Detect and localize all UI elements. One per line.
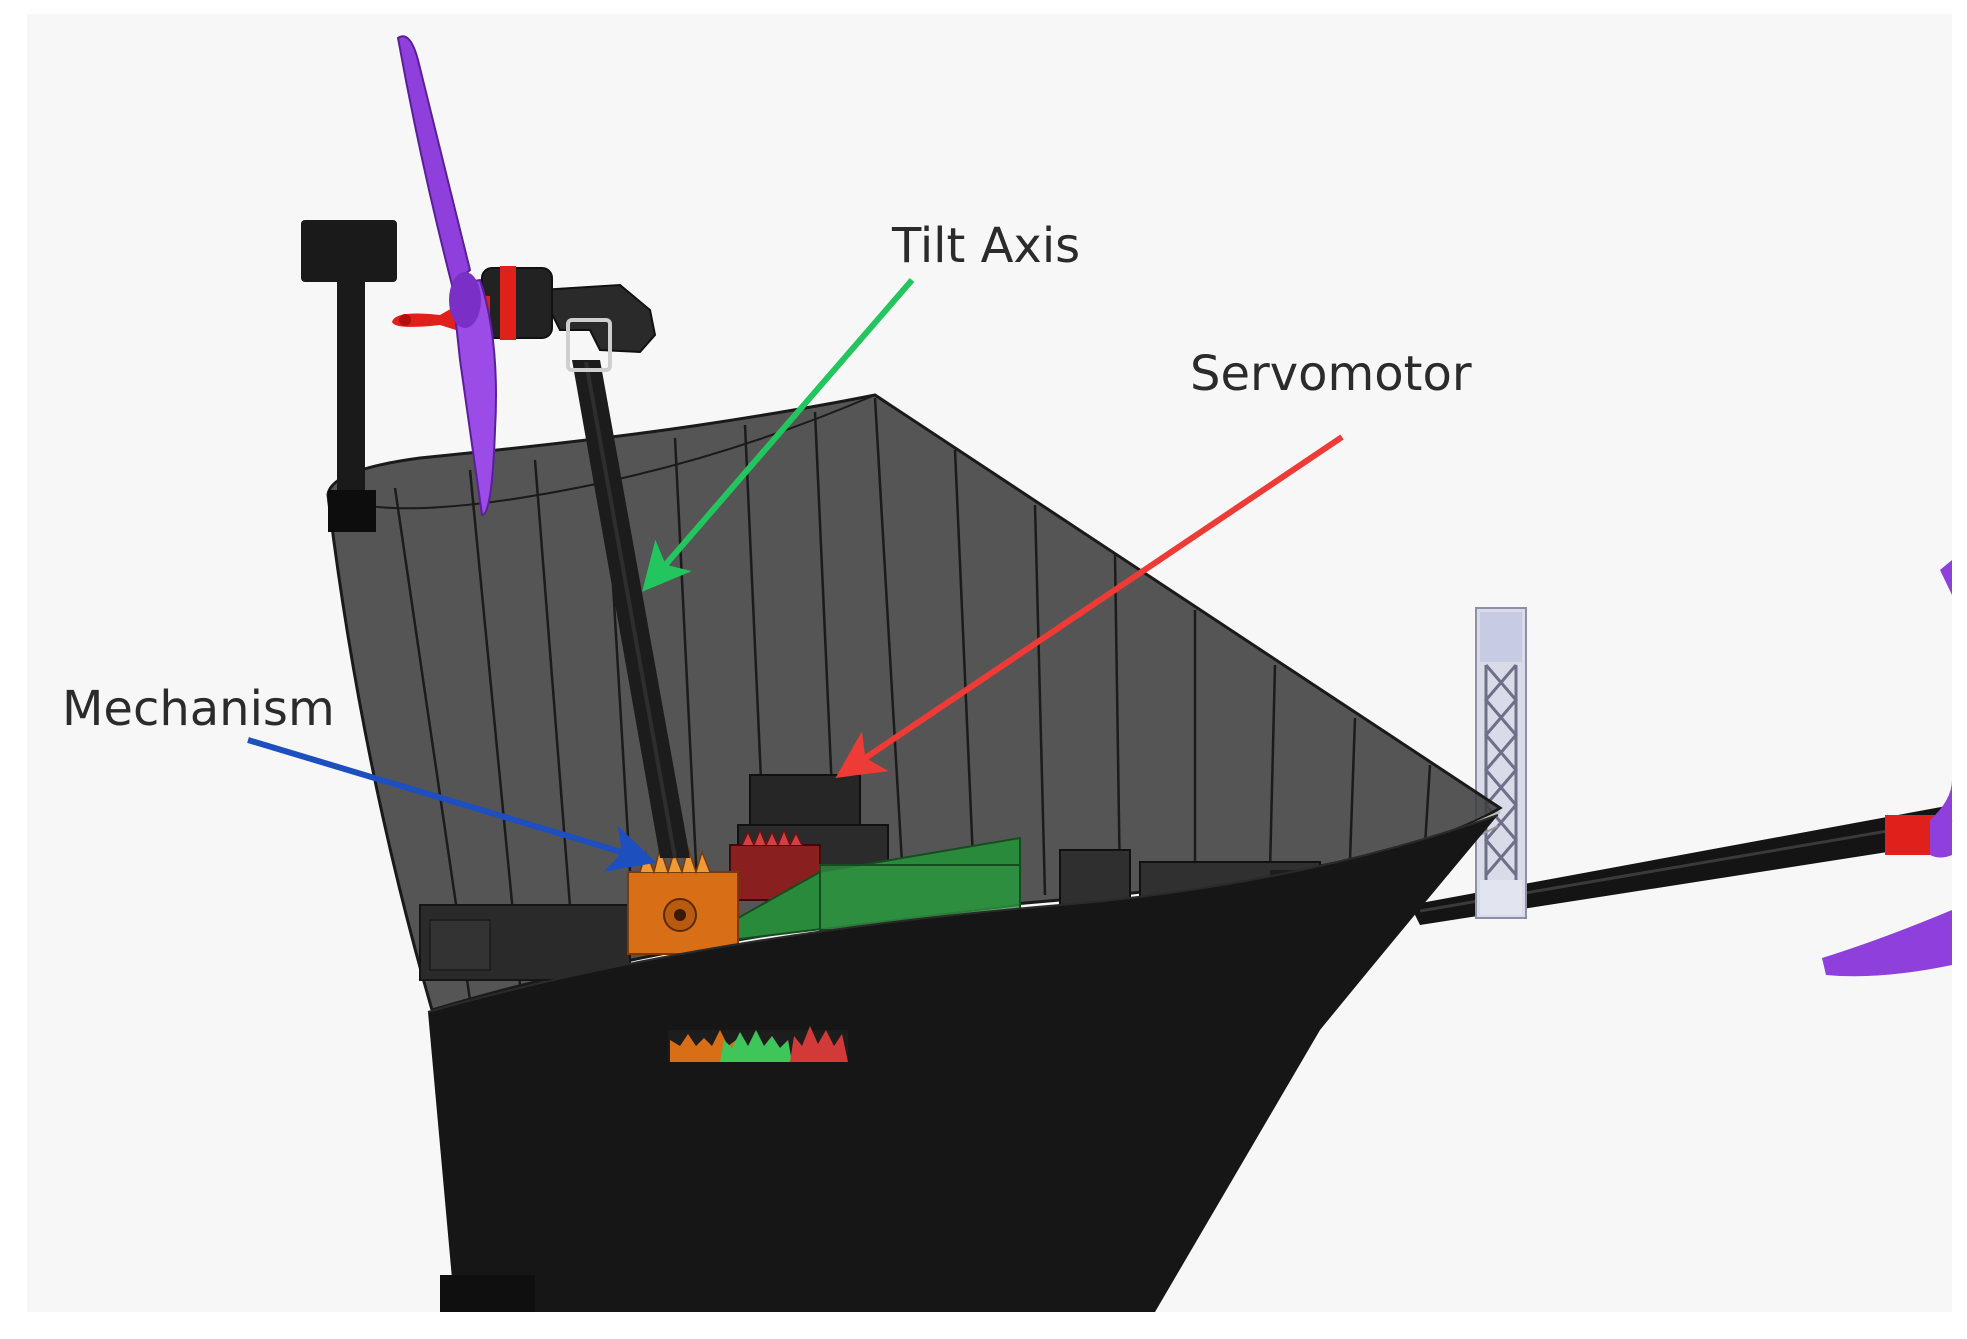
left-post	[301, 220, 397, 532]
gear-icon	[627, 845, 739, 955]
tilt-axis-label: Tilt Axis	[891, 218, 1080, 274]
tilt-axis-arrow	[642, 278, 915, 592]
servomotor-label: Servomotor	[1190, 346, 1472, 402]
gear-window	[668, 1026, 848, 1062]
mechanism-arrow	[247, 737, 657, 872]
lower-body	[427, 814, 1499, 1312]
propeller-icon	[396, 35, 497, 517]
motor-icon	[392, 266, 657, 372]
servomotor-arrow	[835, 434, 1344, 779]
truss-arm-icon	[1475, 607, 1527, 919]
mechanism-label: Mechanism	[62, 681, 335, 737]
tilt-rod	[572, 360, 690, 859]
propeller-icon	[1822, 910, 1952, 977]
side-arm	[1410, 560, 1953, 977]
